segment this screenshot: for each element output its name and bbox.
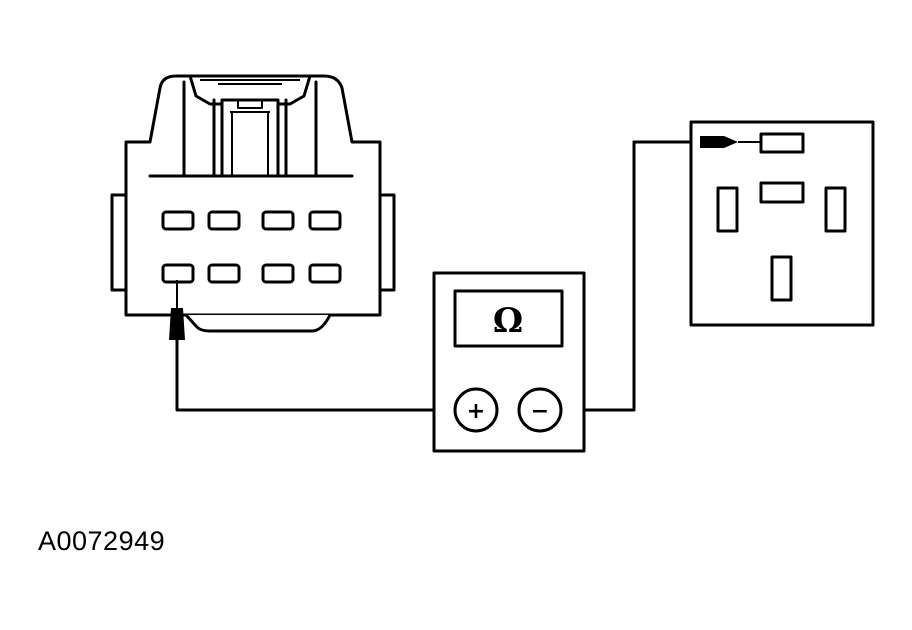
electrical-connector xyxy=(110,74,396,333)
positive-lead-wire xyxy=(175,338,457,412)
connector-pin-cavity xyxy=(308,210,342,231)
connector-pin-cavity xyxy=(161,210,195,231)
relay-body xyxy=(689,120,875,327)
ohmmeter: Ω + − xyxy=(432,271,586,453)
meter-positive-label: + xyxy=(467,399,485,424)
relay-socket xyxy=(689,120,875,327)
relay-terminal-bottom xyxy=(770,255,793,302)
connector-pin-cavity xyxy=(308,263,342,284)
meter-positive-terminal xyxy=(453,387,499,433)
connector-skirt xyxy=(184,313,332,333)
relay-test-probe xyxy=(700,136,762,148)
connector-pin-cavity xyxy=(261,210,295,231)
negative-lead-wire xyxy=(560,140,702,412)
connector-pin-cavity xyxy=(207,210,241,231)
connector-test-probe xyxy=(169,280,185,340)
connector-right-ear xyxy=(378,193,396,292)
relay-terminal-right xyxy=(824,186,847,233)
meter-display xyxy=(453,289,564,348)
connector-pin-cavity xyxy=(207,263,241,284)
meter-display-symbol: Ω xyxy=(493,301,523,341)
meter-negative-terminal xyxy=(517,387,563,433)
relay-terminal-center xyxy=(759,181,805,204)
figure-reference-id: A0072949 xyxy=(38,526,166,556)
relay-terminal-left xyxy=(716,186,739,233)
connector-pin-cavity xyxy=(261,263,295,284)
meter-negative-label: − xyxy=(531,399,549,424)
connector-left-ear xyxy=(110,193,128,292)
